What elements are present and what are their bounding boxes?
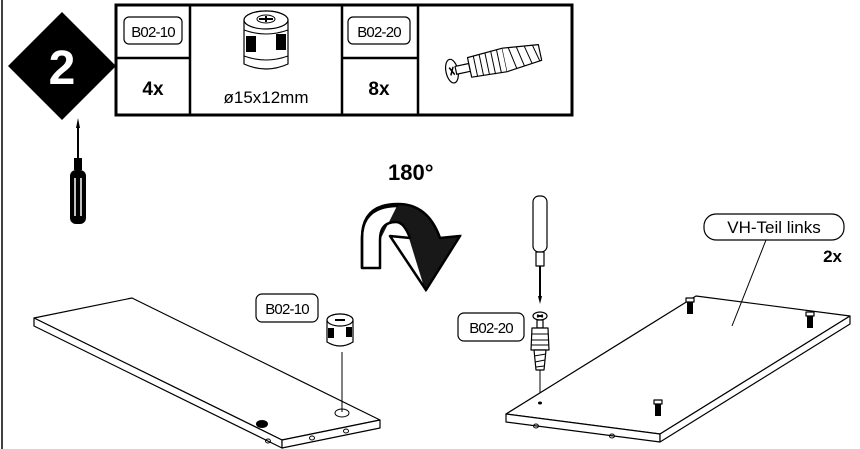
inserted-dowel-3 bbox=[653, 399, 663, 416]
panel-qty: 2x bbox=[823, 247, 842, 266]
part-size-1: ø15x12mm bbox=[223, 88, 308, 107]
part-code-2: B02-20 bbox=[357, 24, 401, 41]
dowel-screw-small-icon bbox=[530, 311, 550, 371]
panel-leader-line bbox=[731, 239, 767, 327]
inserted-dowel-1 bbox=[685, 297, 695, 314]
part-code-box-2 bbox=[347, 16, 411, 45]
screwdriver-right-icon bbox=[532, 195, 548, 304]
parts-table: B02-10 4x B02-20 8x ø15x12mm bbox=[114, 3, 574, 117]
part-qty-1: 4x bbox=[142, 79, 164, 100]
dowel-screw-icon bbox=[444, 44, 543, 84]
step-number: 2 bbox=[49, 42, 76, 95]
panel-name: VH-Teil links bbox=[727, 218, 821, 237]
screwdriver-icon bbox=[70, 118, 86, 224]
part-qty-2: 8x bbox=[368, 79, 390, 100]
inserted-dowel-2 bbox=[805, 311, 815, 328]
callout-box-right bbox=[457, 312, 525, 342]
rotation-label: 180° bbox=[388, 160, 434, 185]
part-code-1: B02-10 bbox=[131, 24, 175, 41]
callout-box-left bbox=[255, 293, 319, 323]
left-panel-drawing bbox=[33, 297, 381, 449]
right-panel-drawing bbox=[505, 295, 851, 443]
panel-name-box bbox=[703, 213, 845, 241]
cam-lock-icon bbox=[243, 10, 289, 70]
step-badge: 2 bbox=[8, 12, 116, 120]
part-code-box-1 bbox=[123, 16, 183, 45]
callout-left-code: B02-10 bbox=[265, 301, 309, 318]
callout-right-code: B02-20 bbox=[469, 320, 513, 337]
cam-lock-small-icon bbox=[326, 313, 354, 347]
rotate-arrow-icon bbox=[360, 202, 462, 293]
